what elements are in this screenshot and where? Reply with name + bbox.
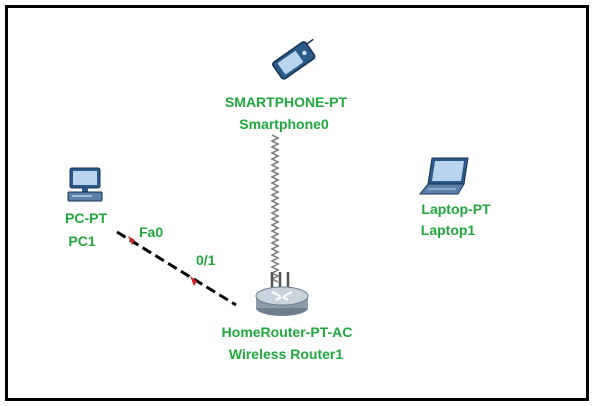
port-label-fa0: Fa0 [139, 224, 164, 240]
pc-model-label: PC-PT [65, 210, 107, 226]
wireless-link-phone-router[interactable] [270, 133, 280, 285]
desktop-pc-icon[interactable] [64, 166, 106, 206]
port-label-0-1: 0/1 [196, 252, 216, 268]
laptop-model-label: Laptop-PT [421, 201, 491, 217]
ethernet-link-pc-router[interactable] [116, 230, 237, 307]
port-marker-0-1 [190, 276, 197, 286]
router-name-label: Wireless Router1 [228, 346, 344, 362]
laptop-icon[interactable] [418, 156, 474, 198]
port-marker-fa0 [128, 236, 135, 245]
laptop-name-label: Laptop1 [420, 222, 476, 238]
wireless-router-icon[interactable] [250, 270, 314, 318]
smartphone-name-label: Smartphone0 [239, 116, 329, 132]
wireless-signal-path [270, 134, 280, 283]
pc-name-label: PC1 [68, 233, 96, 249]
router-model-label: HomeRouter-PT-AC [221, 324, 353, 340]
smartphone-icon[interactable] [264, 38, 324, 80]
smartphone-model-label: SMARTPHONE-PT [224, 94, 348, 110]
